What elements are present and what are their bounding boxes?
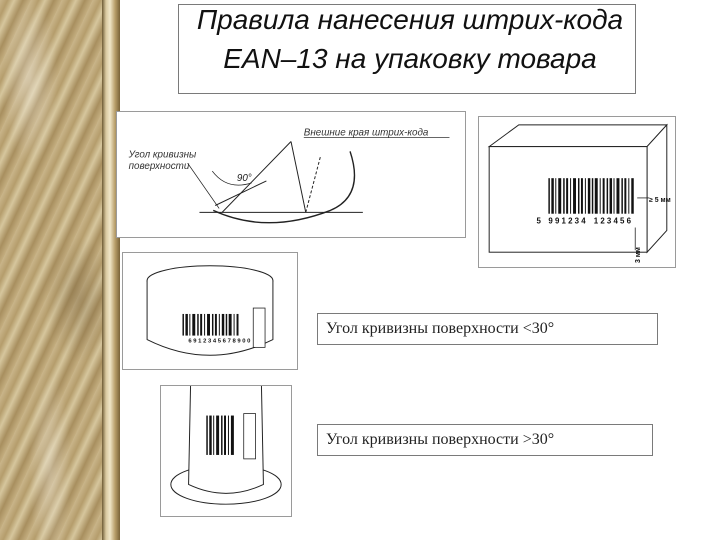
cylinder-digits: 6 9 1 2 3 4 5 6 7 8 9 0 0: [188, 338, 251, 344]
bottle-barcode-diagram: [160, 385, 292, 517]
outer-edge-label: Внешние края штрих-кода: [304, 128, 429, 139]
ray-line-left: [221, 141, 292, 213]
cylinder-barcode-svg: 6 9 1 2 3 4 5 6 7 8 9 0 0: [146, 265, 274, 356]
cylinder-barcode-diagram: 6 9 1 2 3 4 5 6 7 8 9 0 0: [122, 252, 298, 370]
box-barcode-bars: [548, 178, 634, 214]
curvature-label-line1: Угол кривизны: [128, 149, 197, 160]
title-frame: [178, 4, 636, 94]
marble-border-decoration: [0, 0, 120, 540]
margin-label: ≥ 5 мм: [649, 197, 671, 204]
cylinder-side-label: [252, 307, 266, 348]
marble-border-edge: [102, 0, 120, 540]
bottle-barcode-bars: [206, 415, 234, 455]
curvature-label-line2: поверхности: [129, 161, 190, 172]
box-barcode-svg: 5 9 9 1 2 3 4 1 2 3 4 5 6 ≥ 5 мм 3 мм: [487, 123, 671, 263]
cylinder-barcode-bars: [182, 313, 239, 336]
bottle-side-label: [243, 413, 256, 460]
slide-title: Правила нанесения штрих-кода EAN–13 на у…: [196, 4, 624, 74]
angle-arc: [211, 170, 252, 186]
box-digits-group1: 9 9 1 2 3 4: [548, 217, 586, 226]
label-pointer: [187, 162, 220, 209]
dashed-normal: [305, 156, 322, 213]
box-digit-left: 5: [537, 217, 542, 226]
box-top-face: [487, 124, 668, 148]
curvature-angle-diagram: Внешние края штрих-кода Угол кривизны по…: [116, 111, 466, 238]
ray-line-right: [290, 141, 307, 213]
caption-large-curvature: Угол кривизны поверхности >30°: [317, 424, 653, 456]
vertical-label: 3 мм: [635, 247, 642, 263]
bottle-barcode-svg: [170, 386, 282, 505]
angle-label: 90°: [237, 173, 252, 184]
caption-small-curvature: Угол кривизны поверхности <30°: [317, 313, 658, 345]
box-digits-group2: 1 2 3 4 5 6: [594, 217, 632, 226]
box-barcode-diagram: 5 9 9 1 2 3 4 1 2 3 4 5 6 ≥ 5 мм 3 мм: [478, 116, 676, 268]
curvature-angle-svg: Внешние края штрих-кода Угол кривизны по…: [128, 128, 450, 224]
box-side-face: [646, 123, 668, 254]
tangent-line: [214, 180, 267, 206]
